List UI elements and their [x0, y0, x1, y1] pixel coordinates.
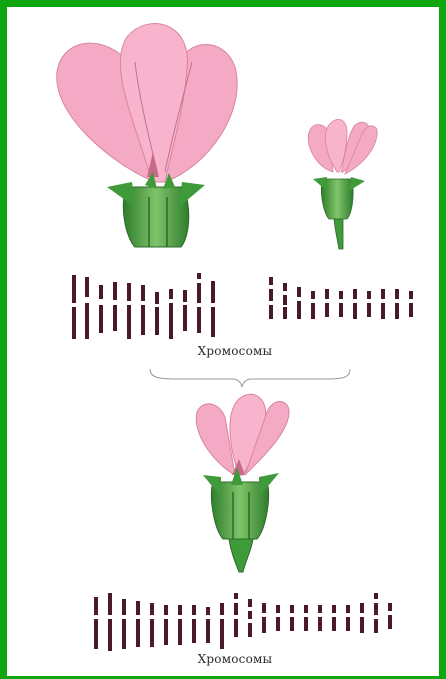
chromosome-set-large-flower: [72, 273, 215, 339]
merge-brace: [150, 369, 350, 387]
chromosomes-label-top: Хромосомы: [135, 344, 335, 358]
diagram-frame: Хромосомы Хромосомы: [7, 7, 439, 676]
large-flower-illustration: [57, 24, 237, 247]
small-flower-illustration: [308, 119, 377, 249]
diagram-canvas: [7, 7, 439, 676]
chromosome-set-hybrid: [94, 593, 392, 651]
hybrid-flower-illustration: [196, 394, 289, 572]
chromosome-set-small-flower: [269, 277, 413, 319]
chromosomes-label-bottom: Хромосомы: [135, 652, 335, 666]
